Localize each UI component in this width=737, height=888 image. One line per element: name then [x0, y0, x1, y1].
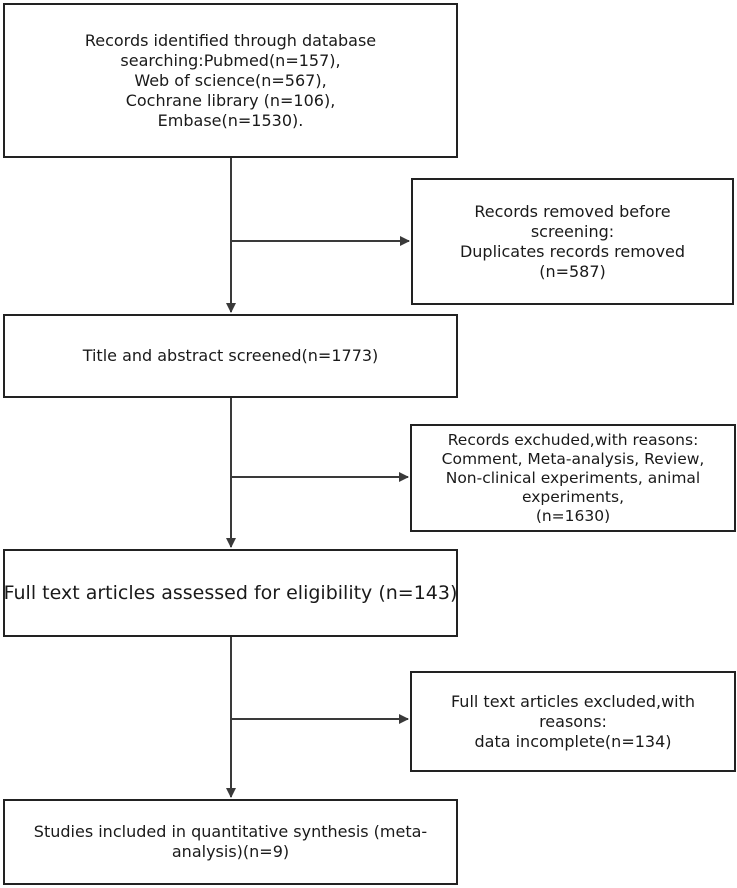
box-text-line: Full text articles excluded,with: [450, 691, 696, 711]
box-text-line: Records identified through database: [84, 30, 377, 50]
box-text-line: analysis)(n=9): [171, 842, 290, 861]
box-text-line: Embase(n=1530).: [157, 110, 304, 130]
box-text-line: Duplicates records removed: [459, 241, 686, 261]
records-removed-box: Records removed before screening: Duplic…: [411, 178, 734, 305]
records-excluded-box: Records exchuded,with reasons: Comment, …: [410, 424, 736, 532]
box-text-line: Cochrane library (n=106),: [125, 90, 336, 110]
box-text-line: Non-clinical experiments, animal: [445, 468, 701, 487]
box-text-line: Records exchuded,with reasons:: [447, 430, 699, 449]
box-text-line: Records removed before: [474, 201, 671, 221]
box-text-line: searching:Pubmed(n=157),: [120, 50, 341, 70]
records-screened-box: Title and abstract screened(n=1773): [3, 314, 458, 398]
box-text-line: (n=587): [539, 261, 606, 281]
fulltext-excluded-box: Full text articles excluded,with reasons…: [410, 671, 736, 772]
box-text-line: experiments,: [521, 487, 625, 506]
box-text-line: Web of science(n=567),: [134, 70, 327, 90]
box-text-line: data incomplete(n=134): [474, 731, 672, 751]
box-text-line: (n=1630): [535, 506, 611, 525]
fulltext-assessed-box: Full text articles assessed for eligibil…: [3, 549, 458, 637]
box-text-line: Full text articles assessed for eligibil…: [3, 582, 458, 604]
box-text-line: Title and abstract screened(n=1773): [82, 346, 379, 365]
box-text-line: Comment, Meta-analysis, Review,: [441, 449, 705, 468]
records-identified-box: Records identified through database sear…: [3, 3, 458, 158]
box-text-line: reasons:: [539, 711, 607, 731]
box-text-line: Studies included in quantitative synthes…: [33, 822, 428, 841]
studies-included-box: Studies included in quantitative synthes…: [3, 799, 458, 885]
box-text-line: screening:: [530, 221, 615, 241]
